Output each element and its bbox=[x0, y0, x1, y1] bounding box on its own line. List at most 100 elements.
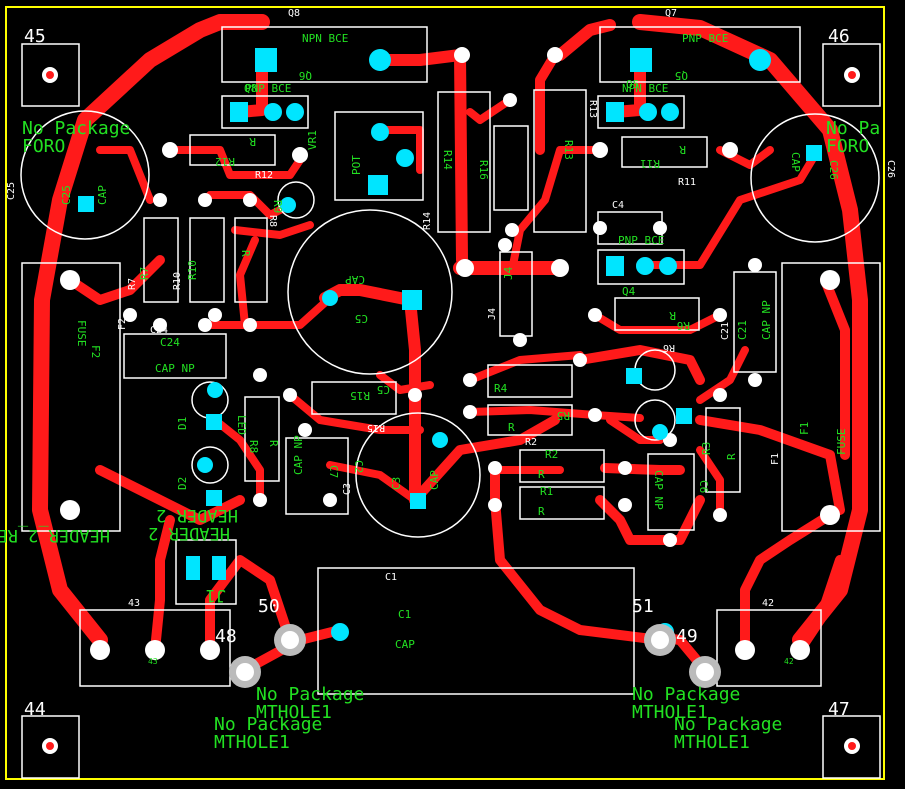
hole-label-51: 51 bbox=[632, 596, 654, 617]
hole-label-46: 46 bbox=[828, 26, 850, 47]
corner-hole-47-box bbox=[822, 715, 881, 779]
svg-text:42: 42 bbox=[784, 657, 794, 666]
corner-hole-46-box bbox=[822, 43, 881, 107]
svg-text:C21: C21 bbox=[736, 320, 749, 340]
svg-text:R14: R14 bbox=[441, 150, 454, 170]
svg-text:C6: C6 bbox=[697, 480, 710, 493]
svg-text:R: R bbox=[538, 468, 545, 481]
svg-text:R7: R7 bbox=[138, 267, 151, 280]
no-package-51: No Package bbox=[632, 684, 740, 705]
svg-text:D1: D1 bbox=[176, 417, 189, 430]
svg-text:R6: R6 bbox=[663, 342, 675, 353]
svg-text:R: R bbox=[249, 135, 256, 148]
no-package-49: No Package bbox=[674, 714, 782, 735]
hole-label-44: 44 bbox=[24, 699, 46, 720]
copper-traces bbox=[32, 14, 868, 675]
svg-text:R: R bbox=[239, 250, 252, 257]
svg-text:NPN BCE: NPN BCE bbox=[302, 32, 348, 45]
svg-text:C1: C1 bbox=[385, 572, 397, 583]
svg-text:R16: R16 bbox=[477, 160, 490, 180]
labels-green-small: NPN BCE PNP BCE Q6 Q5 Q8 PNP BCE NPN BCE… bbox=[60, 32, 848, 666]
svg-text:Q7: Q7 bbox=[665, 8, 677, 19]
svg-text:R: R bbox=[267, 440, 280, 447]
svg-text:R10: R10 bbox=[172, 272, 183, 290]
svg-text:R3: R3 bbox=[700, 442, 713, 455]
svg-text:FUSE: FUSE bbox=[835, 429, 848, 456]
mount-holes bbox=[229, 624, 721, 688]
svg-text:R11: R11 bbox=[678, 177, 696, 188]
svg-text:R: R bbox=[669, 309, 676, 322]
svg-text:42: 42 bbox=[762, 598, 774, 609]
no-package-50: No Package bbox=[256, 684, 364, 705]
header-2-label-b: HEADER 2 bbox=[148, 523, 230, 543]
svg-text:C5: C5 bbox=[377, 383, 390, 396]
svg-text:R2: R2 bbox=[525, 437, 537, 448]
svg-text:J4: J4 bbox=[487, 308, 498, 320]
svg-text:R11: R11 bbox=[640, 157, 660, 170]
svg-text:R15: R15 bbox=[367, 422, 385, 433]
vias bbox=[78, 48, 822, 654]
corner-hole-44-box bbox=[21, 715, 80, 779]
no-package-c25: No Package bbox=[22, 118, 130, 139]
labels-green: No Package FORO No Pa FORO No Package MT… bbox=[0, 118, 880, 753]
svg-text:Q6: Q6 bbox=[299, 69, 312, 82]
no-package-c26: No Pa bbox=[826, 118, 880, 139]
svg-text:CAP: CAP bbox=[395, 638, 415, 651]
foro-c25: FORO bbox=[22, 136, 65, 157]
svg-text:R: R bbox=[725, 453, 738, 460]
board-outline bbox=[5, 6, 885, 780]
svg-text:Q8: Q8 bbox=[244, 82, 257, 95]
svg-text:R8: R8 bbox=[247, 440, 260, 453]
svg-text:PNP BCE: PNP BCE bbox=[245, 82, 291, 95]
svg-text:C24: C24 bbox=[160, 336, 180, 349]
c25-outline bbox=[20, 110, 150, 240]
mthole-50: MTHOLE1 bbox=[256, 702, 332, 723]
hole-label-50: 50 bbox=[258, 596, 280, 617]
svg-text:R: R bbox=[538, 505, 545, 518]
c26-outline bbox=[750, 113, 880, 243]
labels-white-small: Q8 Q7 C25 C26 R12 R11 R13 R14 R7 R8 R10 … bbox=[6, 8, 896, 609]
svg-text:CAP: CAP bbox=[789, 152, 802, 172]
svg-text:J4: J4 bbox=[502, 266, 515, 280]
svg-text:CAP: CAP bbox=[345, 273, 365, 286]
header-2-rev-label: HEADER_2_REV1 bbox=[0, 525, 110, 545]
hole-label-47: 47 bbox=[828, 699, 850, 720]
foro-c26: FORO bbox=[826, 136, 869, 157]
hole-label-48: 48 bbox=[215, 626, 237, 647]
svg-text:C26: C26 bbox=[827, 160, 840, 180]
j1-label: J1 bbox=[206, 585, 226, 605]
svg-text:R6: R6 bbox=[677, 319, 690, 332]
svg-text:Q4: Q4 bbox=[622, 285, 636, 298]
svg-text:R2: R2 bbox=[545, 448, 558, 461]
svg-text:LED: LED bbox=[235, 415, 248, 435]
hole-label-49: 49 bbox=[676, 626, 698, 647]
svg-text:CAP NP: CAP NP bbox=[155, 362, 195, 375]
svg-text:R4: R4 bbox=[494, 382, 508, 395]
svg-text:R12: R12 bbox=[215, 155, 235, 168]
svg-text:C2: C2 bbox=[352, 460, 365, 473]
mthole-49: MTHOLE1 bbox=[674, 732, 750, 753]
svg-text:Q8: Q8 bbox=[288, 8, 300, 19]
svg-text:C25: C25 bbox=[6, 182, 17, 200]
svg-text:Q5: Q5 bbox=[626, 78, 639, 91]
svg-text:C25: C25 bbox=[60, 185, 73, 205]
svg-text:NPN BCE: NPN BCE bbox=[622, 82, 668, 95]
svg-text:F1: F1 bbox=[770, 453, 781, 465]
svg-text:C5: C5 bbox=[355, 312, 368, 325]
svg-text:R8: R8 bbox=[267, 215, 278, 227]
header-2-label-a: HEADER 2 bbox=[156, 505, 238, 525]
svg-text:CAP: CAP bbox=[428, 470, 441, 490]
svg-text:R13: R13 bbox=[587, 100, 598, 118]
svg-text:R14: R14 bbox=[422, 212, 433, 230]
mthole-48: MTHOLE1 bbox=[214, 732, 290, 753]
svg-text:F2: F2 bbox=[117, 318, 128, 330]
svg-text:R1: R1 bbox=[540, 485, 553, 498]
svg-text:CAP NP: CAP NP bbox=[652, 470, 665, 510]
svg-text:PNP BCE: PNP BCE bbox=[618, 234, 664, 247]
svg-text:C24: C24 bbox=[150, 325, 168, 336]
svg-text:R13: R13 bbox=[562, 140, 575, 160]
svg-text:CAP: CAP bbox=[96, 185, 109, 205]
svg-text:F1: F1 bbox=[798, 422, 811, 435]
svg-text:R7: R7 bbox=[127, 278, 138, 290]
